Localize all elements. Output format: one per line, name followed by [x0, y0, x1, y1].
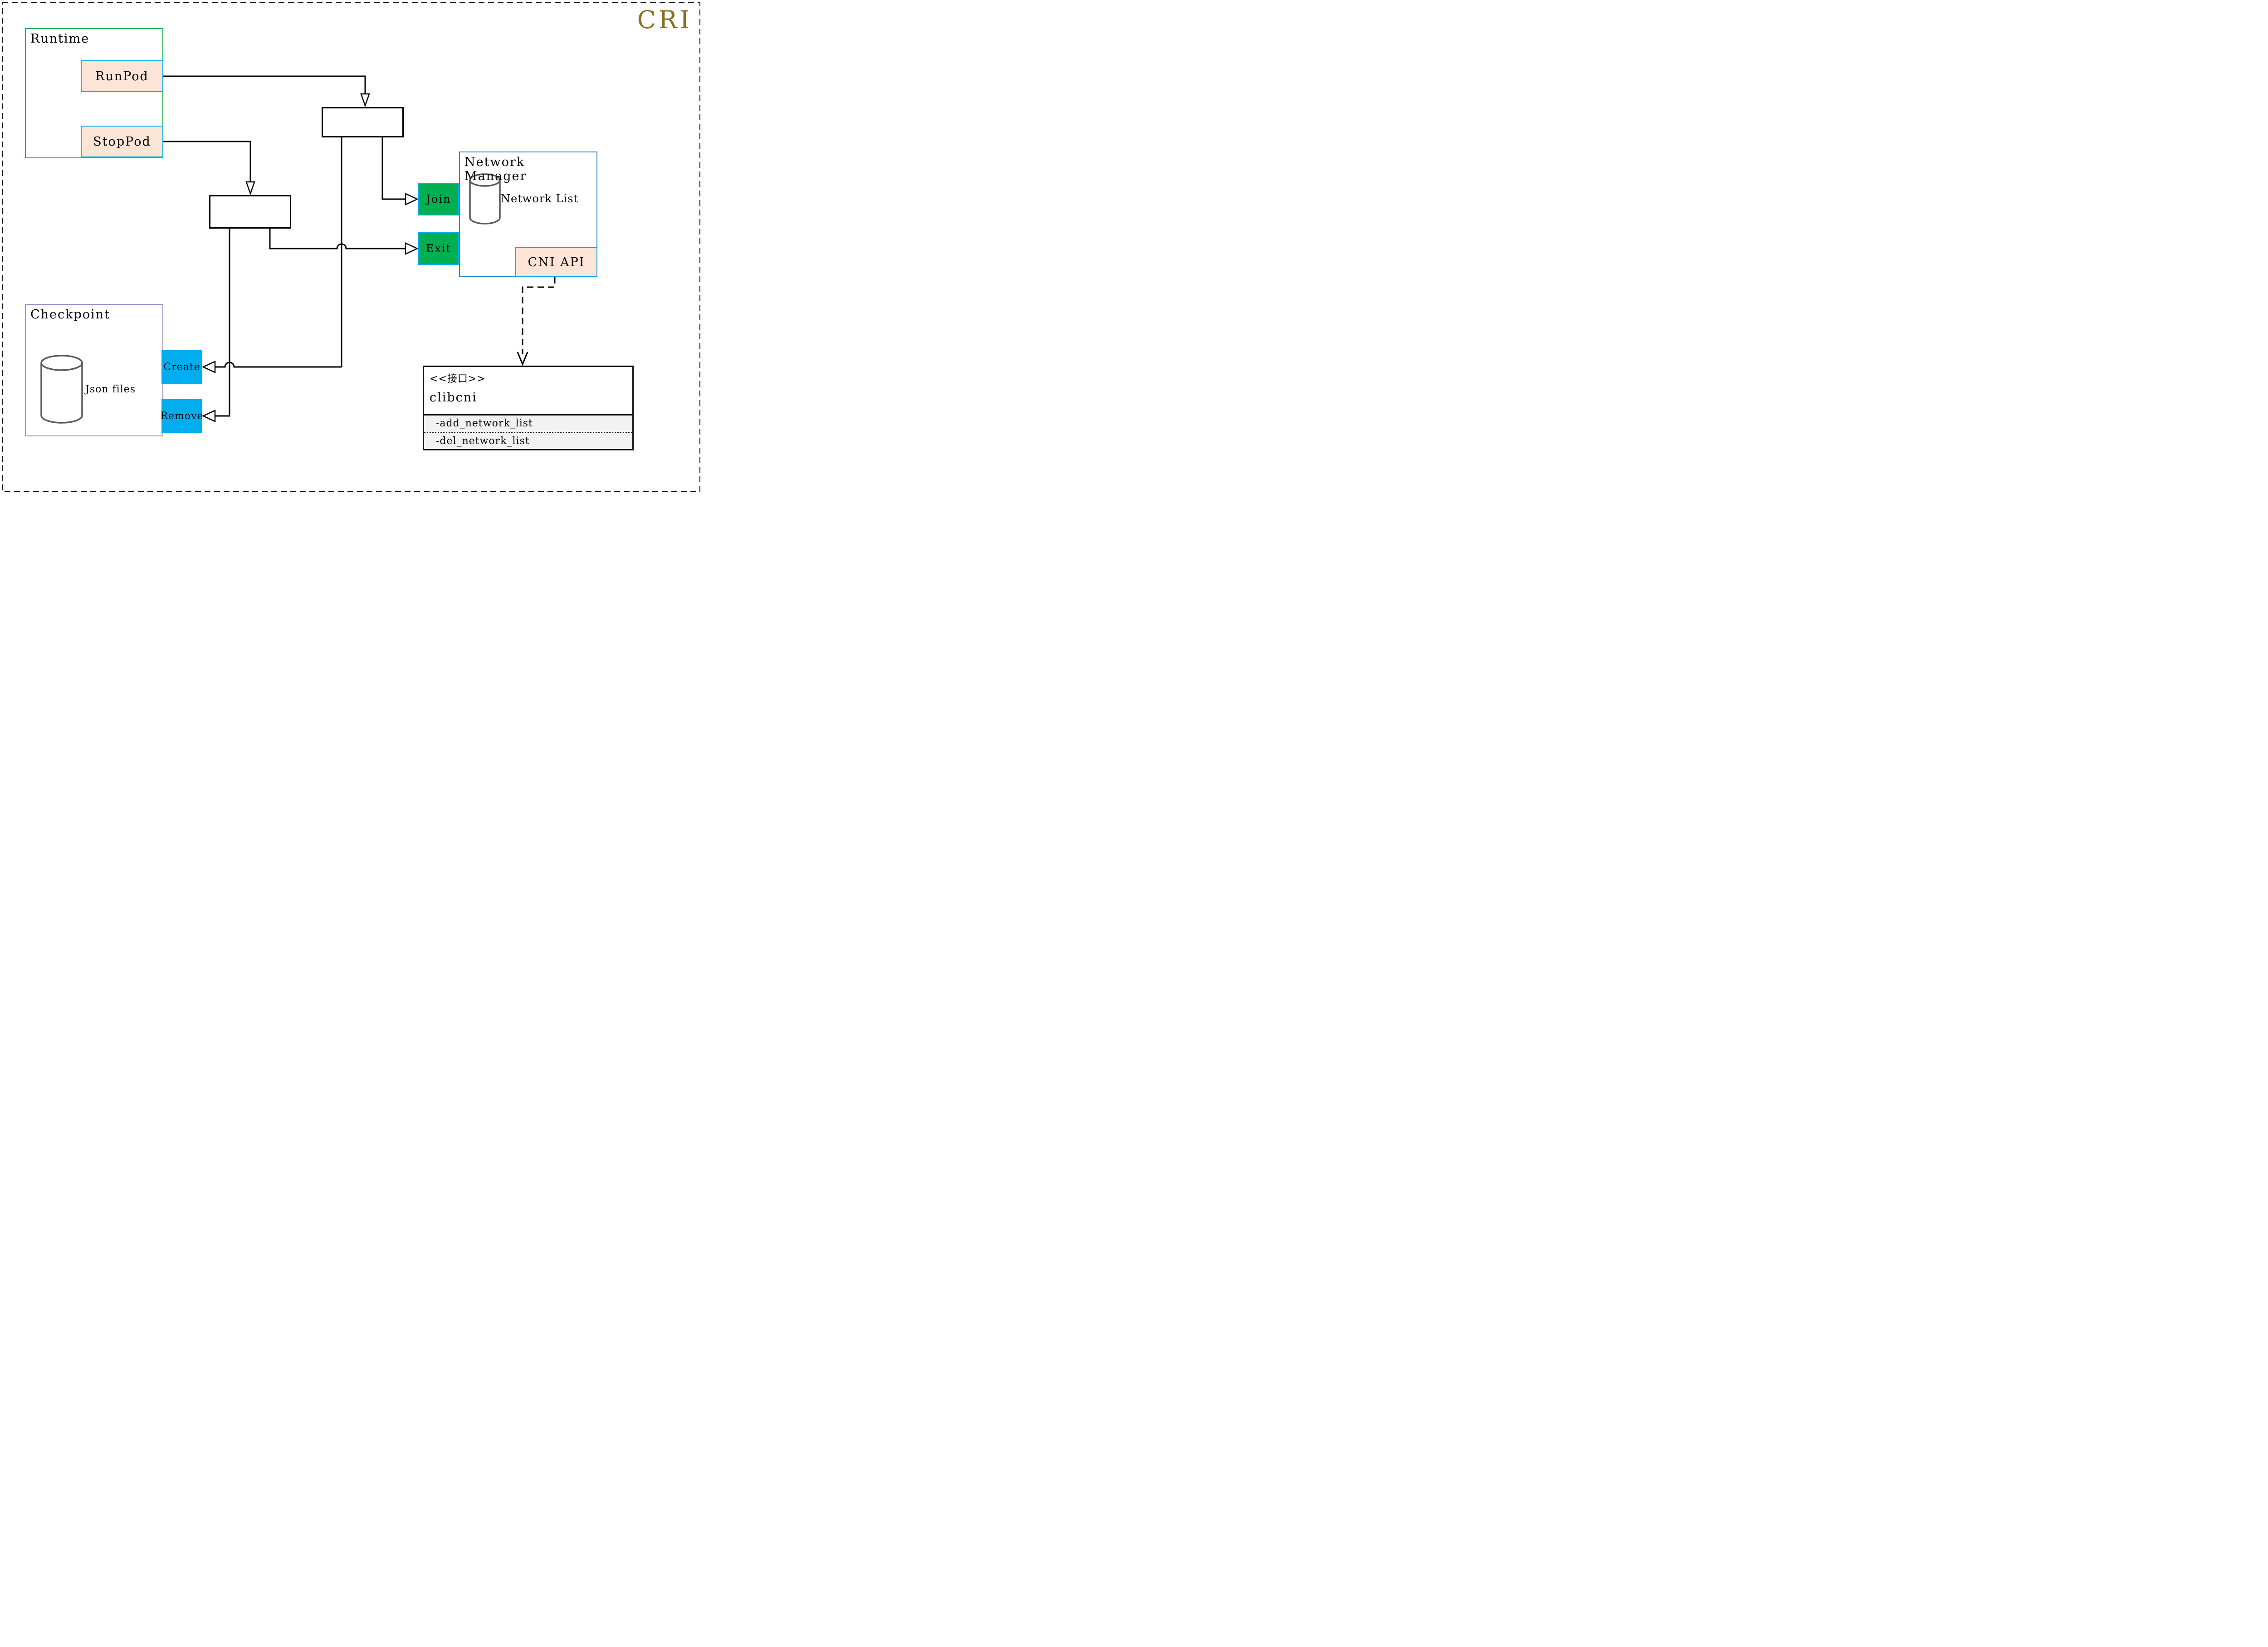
network-list-database-icon: [469, 173, 501, 225]
runpod-label: RunPod: [95, 69, 149, 83]
clibcni-interface-class-box: <<接口>> clibcni -add_network_list -del_ne…: [423, 366, 634, 450]
clibcni-member-add: -add_network_list: [436, 418, 533, 430]
stoppod-label: StopPod: [93, 134, 151, 149]
json-files-database-icon: [40, 355, 83, 424]
clibcni-members-section: -add_network_list -del_network_list: [424, 414, 632, 449]
cni-api-node: CNI API: [515, 247, 597, 277]
remove-node: Remove: [160, 399, 204, 433]
exit-label: Exit: [425, 242, 452, 255]
join-label: Join: [426, 193, 451, 205]
diagram-dashed-border: [2, 2, 700, 492]
connector-layer: [2, 2, 700, 492]
join-node: Join: [418, 183, 459, 215]
runtime-label: Runtime: [30, 32, 90, 46]
pod-process-box-bottom: [209, 195, 291, 229]
clibcni-stereotype: <<接口>>: [430, 373, 486, 385]
cni-api-label: CNI API: [528, 255, 585, 269]
runpod-connector-arrow: [163, 75, 370, 108]
remove-connector-arrow: [202, 229, 230, 422]
network-list-label: Network List: [501, 192, 579, 205]
remove-label: Remove: [160, 410, 204, 422]
runtime-group-box: Runtime: [25, 28, 163, 158]
diagram-title: CRI: [637, 5, 692, 34]
pod-process-box-top: [322, 107, 404, 137]
create-connector-arrow: [202, 137, 342, 373]
runpod-node: RunPod: [81, 60, 163, 92]
checkpoint-label: Checkpoint: [30, 308, 110, 322]
clibcni-header: <<接口>> clibcni: [424, 367, 632, 414]
cni-api-dependency-dashed-arrow: [517, 277, 556, 366]
exit-node: Exit: [418, 232, 459, 265]
cri-architecture-diagram: CRI Runtime RunPod StopPod Network Manag…: [0, 0, 702, 494]
network-manager-group-box: Network Manager: [459, 152, 597, 277]
clibcni-member-del: -del_network_list: [424, 431, 632, 450]
create-label: Create: [163, 361, 200, 373]
exit-connector-arrow: [269, 229, 419, 255]
stoppod-node: StopPod: [81, 126, 163, 157]
clibcni-name: clibcni: [430, 391, 477, 405]
create-node: Create: [161, 350, 202, 384]
network-manager-label: Network Manager: [464, 155, 527, 183]
json-files-label: Json files: [85, 384, 136, 395]
checkpoint-group-box: Checkpoint: [25, 304, 163, 436]
join-connector-arrow: [381, 137, 419, 205]
stoppod-connector-arrow: [163, 141, 255, 195]
